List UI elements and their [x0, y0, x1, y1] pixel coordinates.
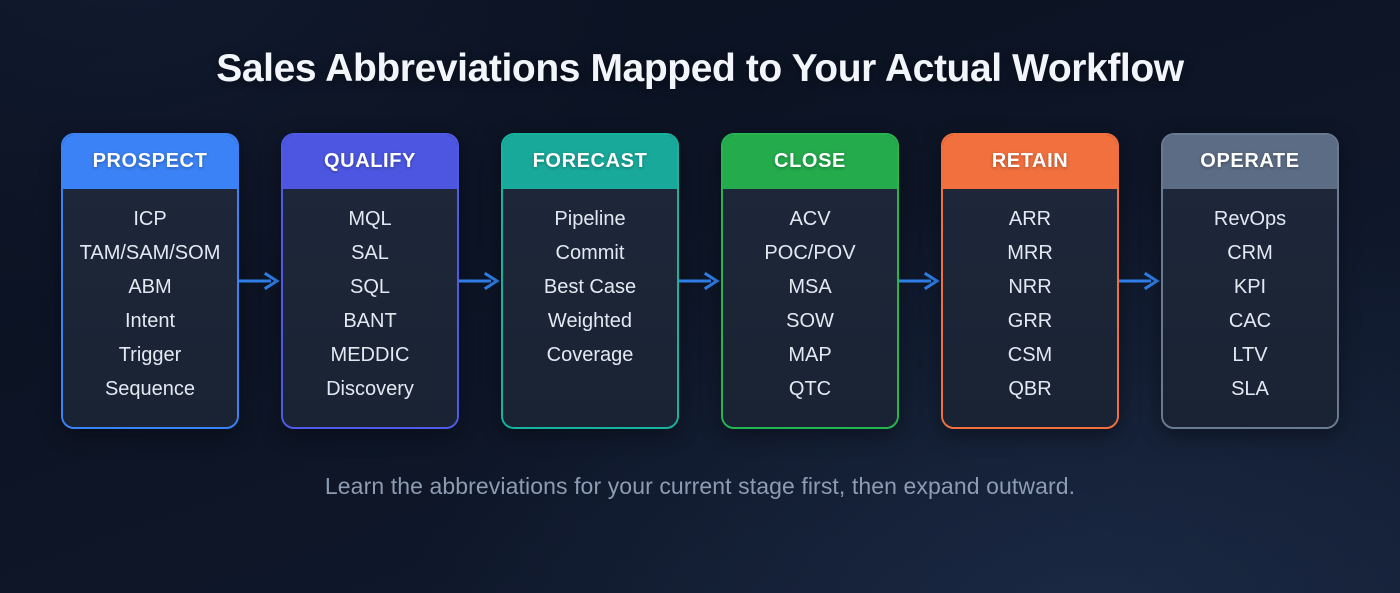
stage-item: ARR [1008, 207, 1052, 230]
stage-card-close[interactable]: CLOSE ACV POC/POV MSA SOW MAP QTC [721, 132, 899, 429]
stage-item: QBR [1008, 377, 1052, 400]
stage-item: Commit [555, 241, 625, 264]
stage-item: ICP [133, 207, 167, 230]
arrow-right-icon [459, 133, 501, 429]
stage-card-retain[interactable]: RETAIN ARR MRR NRR GRR CSM QBR [941, 132, 1119, 429]
stage-item: MQL [348, 207, 392, 230]
stage-item: TAM/SAM/SOM [79, 241, 221, 264]
arrow-right-icon [1119, 133, 1161, 429]
stage-header-label: PROSPECT [63, 134, 237, 189]
stage-item-list: ARR MRR NRR GRR CSM QBR [943, 188, 1117, 427]
stage-item: CRM [1227, 241, 1273, 264]
stage-item: KPI [1233, 275, 1267, 298]
stage-header-label: RETAIN [943, 134, 1117, 189]
stage-item: SLA [1231, 377, 1269, 400]
stage-item-list: ACV POC/POV MSA SOW MAP QTC [723, 188, 897, 427]
stage-item: QTC [788, 377, 832, 400]
stage-item: Best Case [543, 275, 637, 298]
stage-header-label: CLOSE [723, 134, 897, 189]
stage-item: BANT [343, 309, 397, 332]
stage-header-label: OPERATE [1163, 134, 1337, 189]
stage-item: SOW [786, 309, 834, 332]
stage-item: Intent [124, 309, 176, 332]
stage-item: ABM [128, 275, 172, 298]
stage-item: SQL [349, 275, 391, 298]
stage-item: ACV [789, 207, 831, 230]
stage-item: GRR [1007, 309, 1053, 332]
stage-card-qualify[interactable]: QUALIFY MQL SAL SQL BANT MEDDIC Discovery [281, 132, 459, 429]
stage-item: SAL [351, 241, 389, 264]
stage-item: NRR [1008, 275, 1052, 298]
stage-header-label: FORECAST [503, 134, 677, 189]
stage-item: CSM [1007, 343, 1053, 366]
stage-item: RevOps [1213, 207, 1287, 230]
arrow-right-icon [239, 133, 281, 429]
stage-item: CAC [1228, 309, 1272, 332]
stage-item: Trigger [118, 343, 182, 366]
page-title: Sales Abbreviations Mapped to Your Actua… [216, 47, 1184, 90]
stage-item: MAP [788, 343, 832, 366]
stage-item-list: MQL SAL SQL BANT MEDDIC Discovery [283, 188, 457, 427]
stage-item: Sequence [104, 377, 196, 400]
stage-item: Coverage [546, 343, 634, 366]
stage-item: MSA [788, 275, 832, 298]
stage-item: Weighted [547, 309, 633, 332]
arrow-right-icon [679, 133, 721, 429]
stage-header-label: QUALIFY [283, 134, 457, 189]
stage-item: POC/POV [764, 241, 856, 264]
stage-item: Pipeline [554, 207, 626, 230]
stage-item: LTV [1232, 343, 1268, 366]
footer-note: Learn the abbreviations for your current… [324, 472, 1076, 499]
stage-item: MEDDIC [330, 343, 410, 366]
arrow-right-icon [899, 133, 941, 429]
stage-item: Discovery [326, 377, 414, 400]
stage-item: MRR [1007, 241, 1053, 264]
